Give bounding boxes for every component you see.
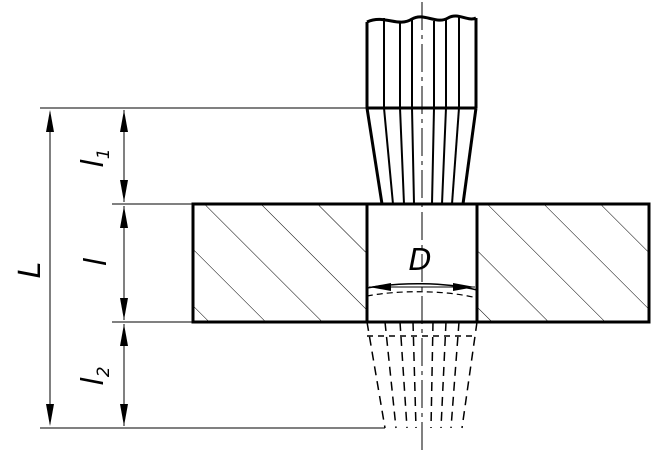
label-entry-length: l1 bbox=[76, 148, 114, 167]
label-overall-length: L bbox=[13, 262, 48, 279]
dimension-exit-length bbox=[120, 324, 128, 426]
dimension-overall-length bbox=[46, 110, 54, 426]
dimension-entry-length bbox=[120, 110, 128, 202]
entry-length-subscript: 1 bbox=[94, 148, 114, 159]
entry-length-letter: l bbox=[76, 159, 111, 168]
dimension-bore-diameter bbox=[369, 283, 475, 291]
extension-lines bbox=[40, 107, 385, 429]
label-plate-thickness: l bbox=[79, 257, 114, 266]
shank-break-line bbox=[366, 14, 477, 24]
exit-length-letter: l bbox=[76, 377, 111, 386]
label-exit-length: l2 bbox=[76, 366, 114, 385]
dimension-plate-thickness bbox=[120, 206, 128, 320]
label-bore-diameter: D bbox=[408, 243, 431, 278]
plate-left-section bbox=[191, 202, 369, 324]
plate-right-section bbox=[475, 202, 651, 324]
tool-exit-dashed bbox=[366, 321, 478, 429]
exit-length-subscript: 2 bbox=[94, 366, 114, 377]
workpiece-plate bbox=[191, 202, 651, 324]
tool-taper-entry bbox=[365, 107, 478, 205]
